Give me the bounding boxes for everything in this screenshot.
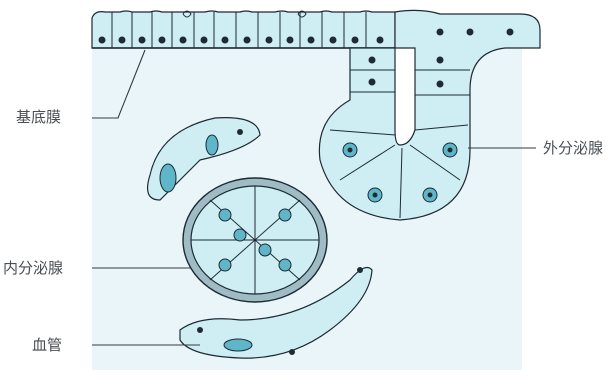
label-endocrine-gland: 内分泌腺 <box>3 259 63 277</box>
endocrine-gland-shape <box>183 178 327 302</box>
label-blood-vessel: 血管 <box>32 336 62 354</box>
surface-epithelium <box>92 11 395 48</box>
label-exocrine-gland: 外分泌腺 <box>543 139 603 157</box>
label-basement-membrane: 基底膜 <box>16 108 61 126</box>
